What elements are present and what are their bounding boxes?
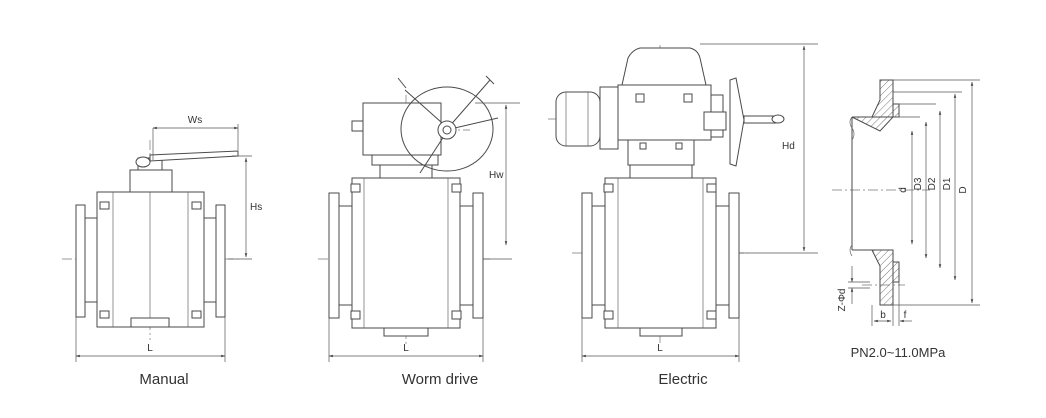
manual-bolt — [99, 310, 110, 319]
worm-gearbox — [362, 102, 442, 156]
worm-bottom-boss — [383, 327, 429, 337]
d3-label: D3 — [913, 177, 924, 190]
electric-actuator-housing — [617, 84, 712, 141]
electric-actuator-cover — [621, 47, 707, 86]
electric-motor — [555, 91, 601, 147]
worm-shaft-end — [351, 120, 364, 132]
electric-left-flange — [581, 192, 593, 319]
manual-valve-view: Ws Hs L Manual — [62, 115, 262, 388]
worm-right-flange — [472, 192, 484, 319]
worm-caption: Worm drive — [402, 371, 478, 388]
worm-left-flange — [328, 192, 340, 319]
electric-right-flange — [728, 192, 740, 319]
d-label: d — [898, 187, 909, 193]
b-label: b — [880, 310, 886, 321]
electric-handwheel-shaft — [743, 115, 777, 124]
manual-bolt — [99, 201, 110, 210]
manual-bolt — [191, 201, 202, 210]
worm-bolt — [350, 183, 361, 193]
manual-bottom-boss — [130, 317, 170, 328]
d2-label: D2 — [927, 177, 938, 190]
pressure-rating-caption: PN2.0~11.0MPa — [851, 345, 947, 360]
electric-valve-view: Hd L Electric — [548, 43, 818, 388]
manual-l-label: L — [147, 343, 153, 354]
worm-valve-body — [351, 177, 461, 329]
manual-stem-nut — [135, 156, 151, 168]
electric-handwheel — [729, 77, 745, 167]
hw-label: Hw — [489, 170, 504, 181]
flange-top-section — [852, 79, 900, 118]
worm-handwheel-hub — [437, 120, 457, 140]
manual-bonnet — [129, 169, 173, 193]
flange-bottom-section — [852, 249, 894, 306]
electric-handle-knob — [771, 114, 785, 124]
electric-right-neck — [715, 205, 730, 306]
electric-bolt — [706, 183, 717, 193]
manual-caption: Manual — [139, 371, 188, 388]
electric-left-neck — [591, 205, 606, 306]
worm-bolt — [451, 183, 462, 193]
manual-bolt — [191, 310, 202, 319]
electric-bolt — [603, 183, 614, 193]
manual-right-flange — [215, 204, 226, 318]
electric-bracket — [629, 164, 693, 179]
outer-d-label: D — [958, 186, 969, 193]
ws-label: Ws — [188, 115, 202, 126]
worm-bolt — [451, 310, 462, 320]
manual-left-neck — [84, 217, 98, 303]
flange-section-view: d D3 D2 D1 D Z-Φd b f PN2.0~11.0MPa — [832, 79, 980, 360]
electric-side-box — [703, 111, 727, 131]
bolt-hole-label: Z-Φd — [837, 289, 848, 312]
electric-valve-body — [604, 177, 717, 329]
electric-motor-flange — [599, 86, 619, 150]
electric-bottom-boss — [639, 327, 683, 337]
worm-bolt — [350, 310, 361, 320]
electric-l-label: L — [657, 343, 663, 354]
worm-l-label: L — [403, 343, 409, 354]
electric-adapter — [627, 139, 695, 166]
manual-left-flange — [75, 204, 86, 318]
worm-handwheel — [400, 86, 494, 172]
electric-caption: Electric — [658, 371, 708, 388]
electric-bolt — [603, 310, 614, 320]
worm-left-neck — [338, 205, 353, 306]
manual-lever-handle — [149, 150, 239, 162]
hd-label: Hd — [782, 141, 795, 152]
worm-right-neck — [459, 205, 474, 306]
hs-label: Hs — [250, 202, 262, 213]
manual-right-neck — [203, 217, 217, 303]
worm-drive-valve-view: Hw L Worm drive — [318, 75, 520, 388]
f-label: f — [904, 310, 907, 321]
electric-bolt — [706, 310, 717, 320]
d1-label: D1 — [942, 177, 953, 190]
